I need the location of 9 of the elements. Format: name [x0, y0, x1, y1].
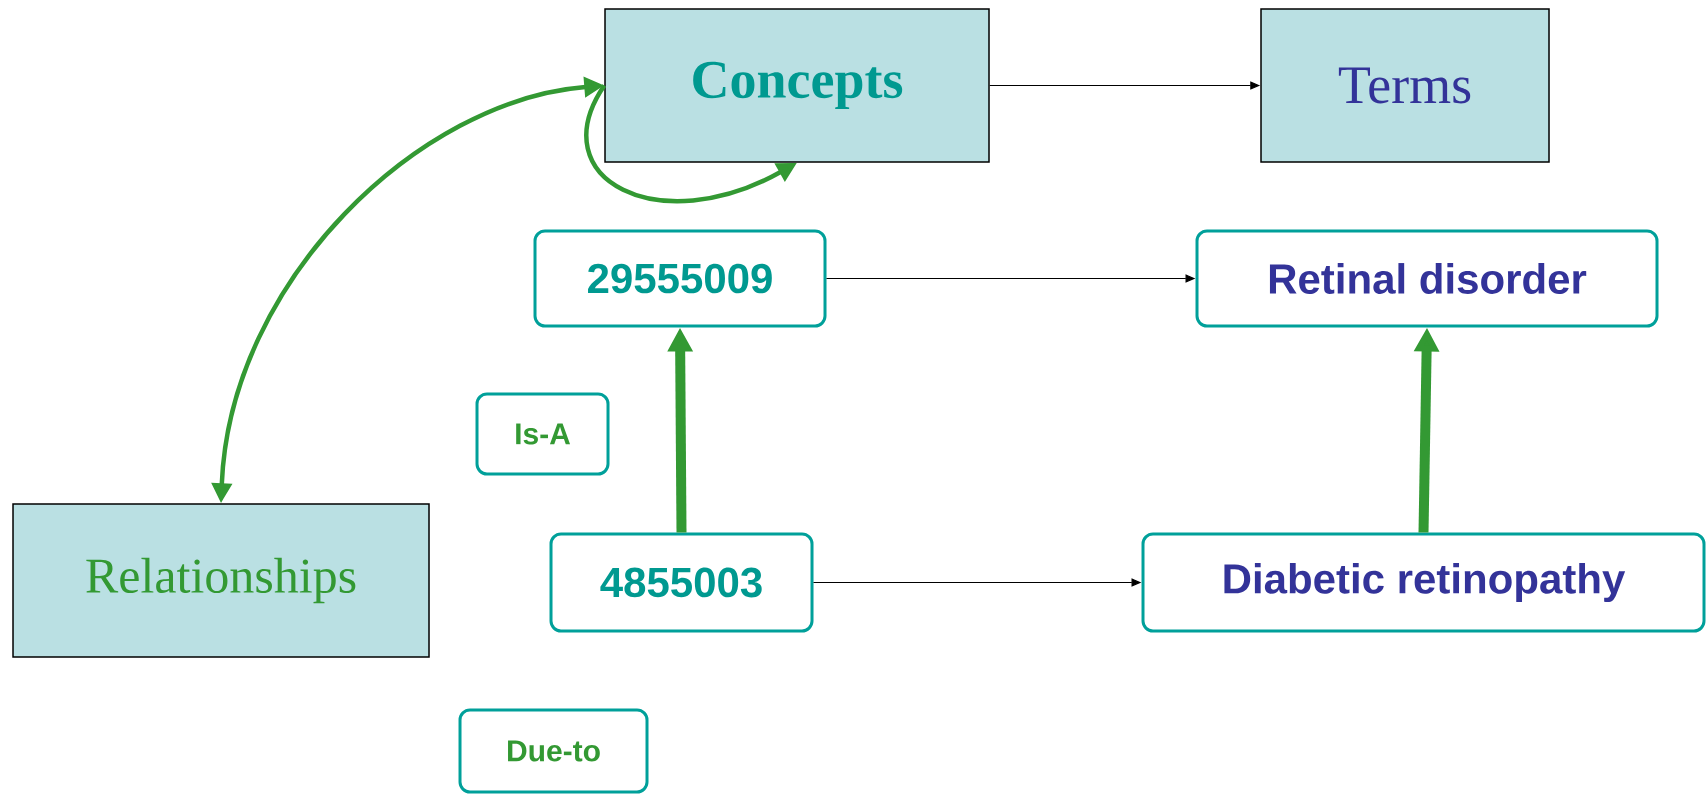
rounded-box: 29555009	[533, 229, 827, 328]
rect-box: Relationships	[12, 503, 430, 658]
rect-box: Terms	[1260, 8, 1550, 163]
rect-box: Concepts	[604, 8, 990, 163]
rounded-box: Diabetic retinopathy	[1141, 532, 1706, 633]
label-box: Is-A	[475, 392, 610, 476]
rounded-box: Retinal disorder	[1195, 229, 1659, 328]
label-box: Due-to	[458, 708, 649, 794]
rounded-box: 4855003	[549, 532, 814, 633]
